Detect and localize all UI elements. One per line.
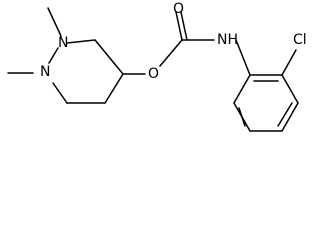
atom-label-cl: Cl — [293, 32, 307, 48]
bond-c-c4 — [94, 39, 124, 75]
ring-bond-2 — [281, 74, 299, 104]
ring-bond-3 — [281, 102, 299, 132]
bond-c-o-double-2 — [180, 11, 188, 41]
atom-label-ester-o: O — [148, 66, 159, 82]
bond-c6-n2 — [52, 82, 68, 104]
atom-label-n2: N — [40, 64, 50, 80]
atom-labels: N N O O NH Cl — [40, 1, 307, 82]
ring-bond-6 — [233, 74, 251, 104]
bond-o-c — [159, 39, 183, 67]
atom-label-nh: NH — [217, 32, 238, 48]
bonds — [7, 7, 299, 132]
bond-ring-cl — [281, 49, 297, 76]
molecule-diagram: N N O O NH Cl — [7, 1, 307, 132]
bond-n1-c — [66, 39, 96, 44]
chemical-structure-canvas: N N O O NH Cl — [7, 1, 307, 132]
ring-double-3 — [238, 107, 246, 127]
atom-label-carbonyl-o: O — [173, 1, 184, 17]
bond-n2-n1 — [48, 47, 59, 64]
ring-double-2 — [277, 102, 293, 127]
bond-n1-methyl — [47, 7, 62, 37]
bond-c-o-double-1 — [175, 11, 183, 41]
atom-label-n1: N — [58, 35, 68, 51]
bond-c4-c5 — [104, 73, 124, 104]
bond-nh-c1 — [235, 39, 251, 76]
